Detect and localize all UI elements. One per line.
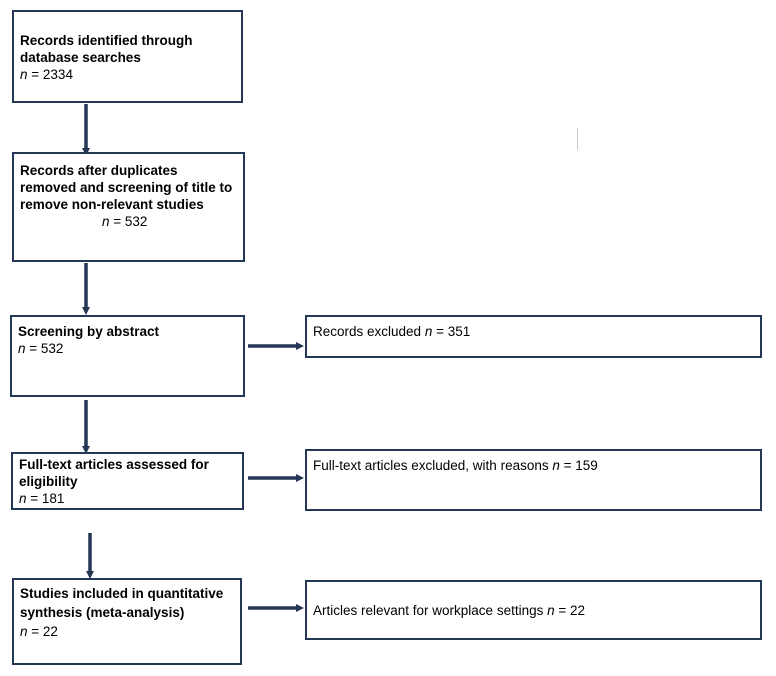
box-records-identified: Records identified through database sear… (12, 10, 243, 103)
box-workplace-relevant: Articles relevant for workplace settings… (305, 580, 762, 640)
fulltext-excluded-text: Full-text articles excluded, with reason… (313, 458, 598, 473)
screening-abstract-label: Screening by abstract (18, 324, 160, 339)
stray-divider-mark (577, 128, 578, 150)
after-duplicates-label: Records after duplicates removed and scr… (20, 163, 233, 212)
studies-included-count: n = 22 (20, 624, 58, 639)
studies-included-label: Studies included in quantitative synthes… (20, 586, 224, 620)
records-excluded-text: Records excluded n = 351 (313, 324, 471, 339)
box-fulltext-assessed: Full-text articles assessed for eligibil… (11, 452, 244, 510)
screening-abstract-count: n = 532 (18, 341, 64, 356)
workplace-relevant-text: Articles relevant for workplace settings… (313, 603, 586, 618)
records-identified-count: n = 2334 (20, 67, 73, 82)
box-after-duplicates: Records after duplicates removed and scr… (12, 152, 245, 262)
box-screening-abstract: Screening by abstract n = 532 (10, 315, 245, 397)
fulltext-assessed-label: Full-text articles assessed for eligibil… (19, 457, 209, 489)
box-studies-included: Studies included in quantitative synthes… (12, 578, 242, 665)
box-records-excluded: Records excluded n = 351 (305, 315, 762, 358)
fulltext-assessed-count: n = 181 (19, 491, 65, 506)
box-fulltext-excluded: Full-text articles excluded, with reason… (305, 449, 762, 511)
records-identified-label: Records identified through database sear… (20, 33, 193, 65)
after-duplicates-count: n = 532 (102, 214, 148, 229)
